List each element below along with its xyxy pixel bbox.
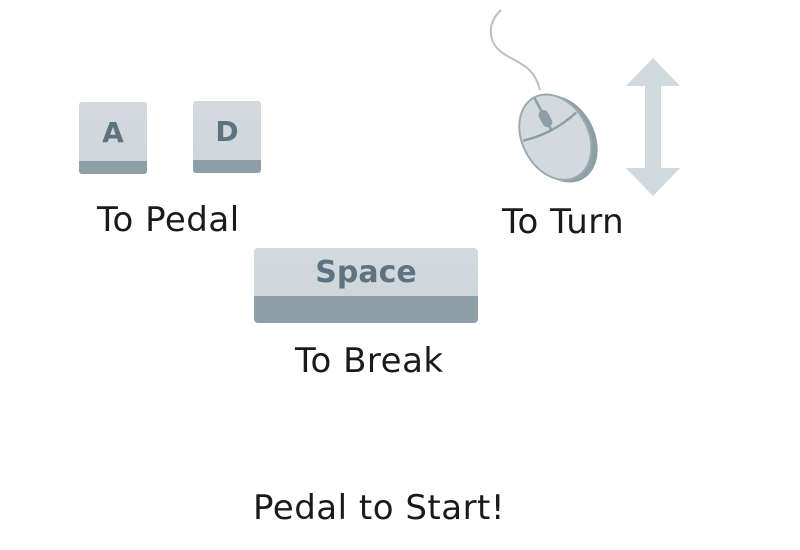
turn-label: To Turn: [502, 202, 625, 242]
brake-label: To Break: [295, 341, 444, 381]
key-space: Space: [254, 248, 478, 323]
key-d: D: [193, 101, 261, 173]
key-a: A: [79, 102, 147, 174]
pedal-label: To Pedal: [97, 200, 240, 240]
vertical-double-arrow-icon: [626, 58, 680, 196]
mouse-icon: [489, 9, 598, 183]
start-prompt: Pedal to Start!: [253, 488, 506, 528]
